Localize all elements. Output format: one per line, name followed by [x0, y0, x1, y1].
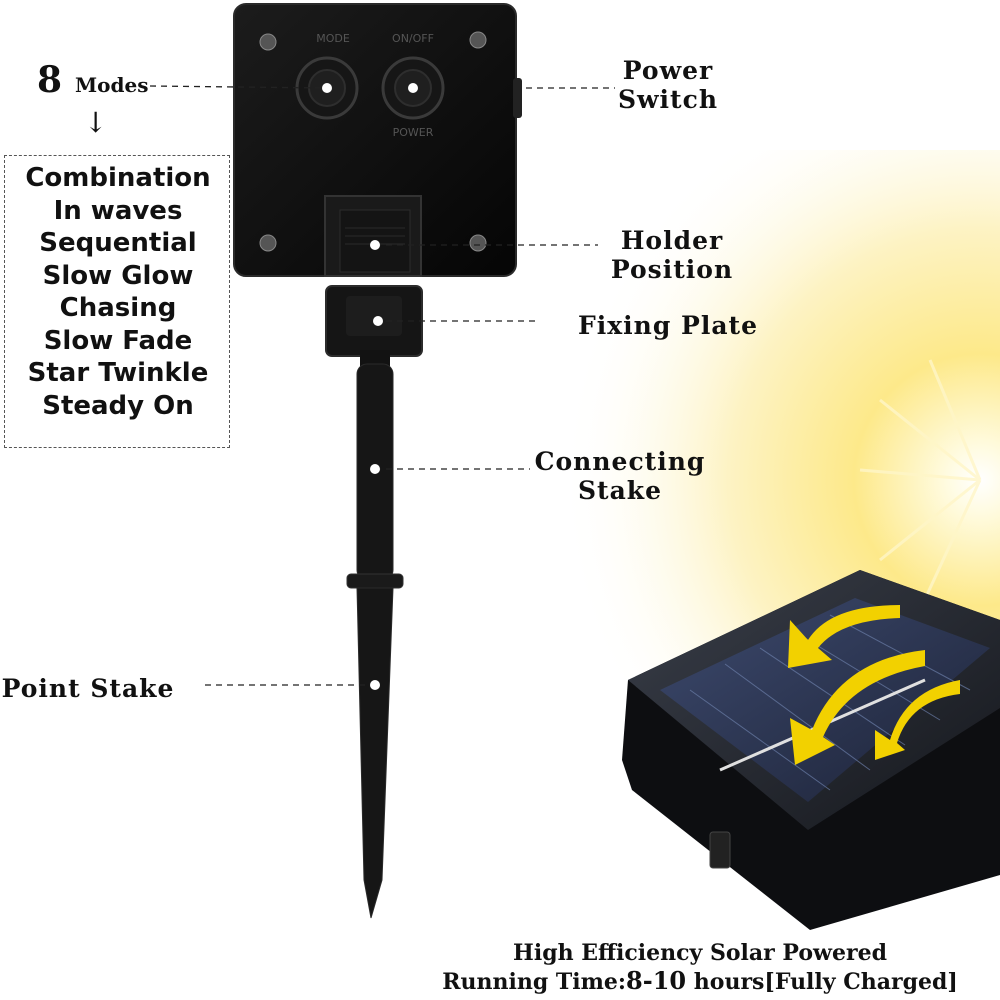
sun-rays [859, 359, 982, 611]
screw-icon [469, 234, 487, 252]
leader-lines [149, 85, 615, 686]
mode-item: Sequential [39, 228, 197, 258]
stake-assembly [325, 285, 423, 919]
controller-box: MODE ON/OFF POWER [233, 3, 522, 277]
running-time-caption: Running Time:8-10 hours[Fully Charged] [442, 966, 958, 995]
modes-list: Combination In waves Sequential Slow Glo… [5, 162, 231, 422]
mode-item: Slow Glow [42, 260, 194, 291]
mode-item: Chasing [59, 293, 177, 323]
screw-icon [469, 31, 487, 49]
holder-position-callout: Holder Position [610, 226, 734, 284]
leader-dots [322, 83, 418, 690]
sunlight-arrow-icon [875, 680, 960, 760]
sunlight-arrow-icon [788, 605, 900, 668]
sunlight-arrow-icon [790, 650, 925, 765]
solar-panel [622, 570, 1000, 930]
modes-count: 8 [37, 59, 63, 101]
mode-item: Star Twinkle [27, 358, 209, 388]
mode-button-label: MODE [316, 32, 350, 45]
down-arrow-icon: ↓ [84, 106, 108, 139]
mode-item: In waves [53, 195, 183, 226]
screw-icon [259, 33, 277, 51]
mode-item: Steady On [42, 390, 194, 421]
screw-icon [259, 234, 277, 252]
fixing-plate-callout: Fixing Plate [578, 311, 758, 340]
point-stake [356, 587, 394, 919]
mode-item: Slow Fade [43, 325, 193, 356]
onoff-button-label: ON/OFF [392, 32, 434, 45]
point-stake-callout: Point Stake [1, 674, 175, 703]
solar-powered-caption: High Efficiency Solar Powered [513, 940, 887, 966]
power-label: POWER [393, 126, 434, 139]
connecting-stake-callout: Connecting Stake [534, 447, 706, 505]
modes-label: Modes [75, 73, 149, 97]
modes-list-box: Combination In waves Sequential Slow Glo… [4, 155, 230, 448]
power-switch-callout: Power Switch [617, 56, 719, 114]
mode-item: Combination [25, 163, 211, 193]
